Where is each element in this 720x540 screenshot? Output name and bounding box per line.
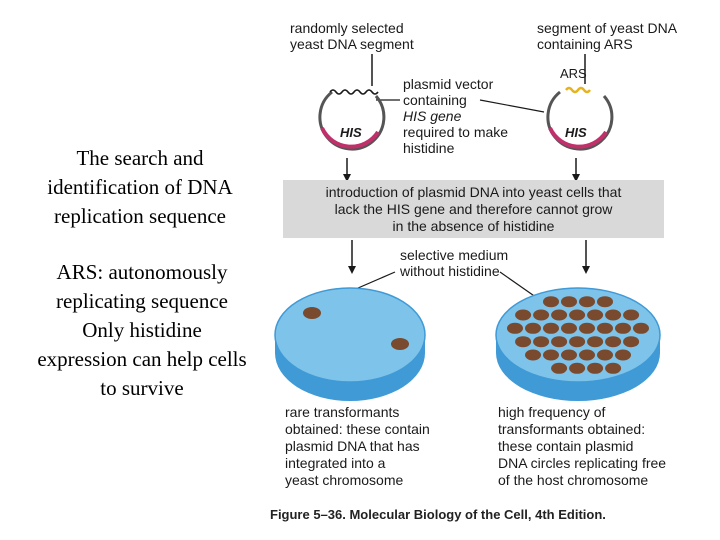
his-gene-label-left: HIS — [340, 125, 362, 140]
colony — [543, 296, 559, 308]
label-line: required to make — [403, 124, 509, 140]
figure-caption: Figure 5–36. Molecular Biology of the Ce… — [270, 507, 606, 522]
side-note-line: expression can help cells — [37, 347, 247, 371]
colony — [579, 322, 595, 334]
label-line: segment of yeast DNA — [537, 20, 678, 36]
colony — [597, 296, 613, 308]
colony — [615, 322, 631, 334]
colony — [569, 362, 586, 374]
label-line: without histidine — [400, 263, 500, 279]
colony — [391, 338, 409, 350]
side-note-line: replicating sequence — [56, 289, 228, 313]
label-line: containing ARS — [537, 36, 633, 52]
side-title-line: The search and — [76, 146, 204, 170]
side-title: The search and identification of DNA rep… — [20, 144, 260, 231]
colony — [587, 309, 604, 321]
colonies-right — [507, 296, 649, 374]
label-plasmid-vector: plasmid vector containing HIS gene requi… — [403, 76, 508, 156]
label-line: high frequency of — [498, 404, 606, 420]
colony — [303, 307, 321, 319]
label-line: obtained: these contain — [285, 421, 430, 437]
colony — [515, 309, 532, 321]
label-line: DNA circles replicating free — [498, 455, 667, 471]
side-note-line: ARS: autonomously — [56, 260, 228, 284]
label-line: selective medium — [400, 247, 509, 263]
colony — [551, 362, 568, 374]
label-line: plasmid vector — [403, 76, 494, 92]
colony — [515, 336, 532, 348]
colony — [533, 336, 550, 348]
colony — [525, 322, 541, 334]
side-note-line: to survive — [100, 376, 184, 400]
colony — [605, 309, 622, 321]
label-line: yeast DNA segment — [290, 36, 414, 52]
colony — [551, 336, 568, 348]
transformation-banner: introduction of plasmid DNA into yeast c… — [283, 180, 664, 238]
colony — [507, 322, 523, 334]
label-line: rare transformants — [285, 404, 400, 420]
colony — [587, 362, 604, 374]
side-title-line: identification of DNA — [47, 175, 233, 199]
colony — [579, 349, 595, 361]
colony — [597, 349, 613, 361]
side-notes: ARS: autonomously replicating sequence O… — [18, 258, 266, 403]
ars-tag-label: ARS — [560, 66, 587, 81]
label-line: randomly selected — [290, 20, 404, 36]
plasmid-left: HIS — [318, 89, 386, 151]
label-line: histidine — [403, 140, 455, 156]
label-line: HIS gene — [403, 108, 462, 124]
colony — [623, 336, 640, 348]
label-line: plasmid DNA that has — [285, 438, 420, 454]
label-line: of the host chromosome — [498, 472, 649, 488]
colony — [605, 336, 622, 348]
label-line: containing — [403, 92, 467, 108]
his-gene-label-right: HIS — [565, 125, 587, 140]
petri-dish-left — [274, 287, 426, 401]
colony — [561, 322, 577, 334]
colony — [543, 322, 559, 334]
colony — [633, 322, 649, 334]
label-random-segment: randomly selected yeast DNA segment — [290, 20, 414, 52]
label-line: transformants obtained: — [498, 421, 646, 437]
label-line: these contain plasmid — [498, 438, 634, 454]
colony — [597, 322, 613, 334]
label-ars-segment: segment of yeast DNA containing ARS — [537, 20, 677, 52]
colony — [561, 349, 577, 361]
label-right-result: high frequency of transformants obtained… — [498, 404, 666, 489]
label-left-result: rare transformants obtained: these conta… — [285, 404, 430, 489]
petri-dish-right — [495, 287, 661, 401]
plasmid-right: ARS HIS — [546, 66, 614, 151]
label-line: integrated into a — [285, 455, 386, 471]
colony — [551, 309, 568, 321]
colony — [543, 349, 559, 361]
label-line: yeast chromosome — [285, 472, 404, 488]
side-title-line: replication sequence — [54, 204, 226, 228]
colony — [605, 362, 622, 374]
banner-line: introduction of plasmid DNA into yeast c… — [325, 184, 622, 200]
colony — [569, 336, 586, 348]
side-note-line: Only histidine — [82, 318, 202, 342]
colony — [525, 349, 541, 361]
banner-line: lack the HIS gene and therefore cannot g… — [334, 201, 613, 217]
banner-line: in the absence of histidine — [392, 218, 555, 234]
label-selective-medium: selective medium without histidine — [400, 247, 508, 279]
colony — [615, 349, 631, 361]
leader-line — [479, 99, 545, 113]
colony — [587, 336, 604, 348]
colony — [623, 309, 640, 321]
colony — [561, 296, 577, 308]
colony — [533, 309, 550, 321]
colony — [579, 296, 595, 308]
colony — [569, 309, 586, 321]
